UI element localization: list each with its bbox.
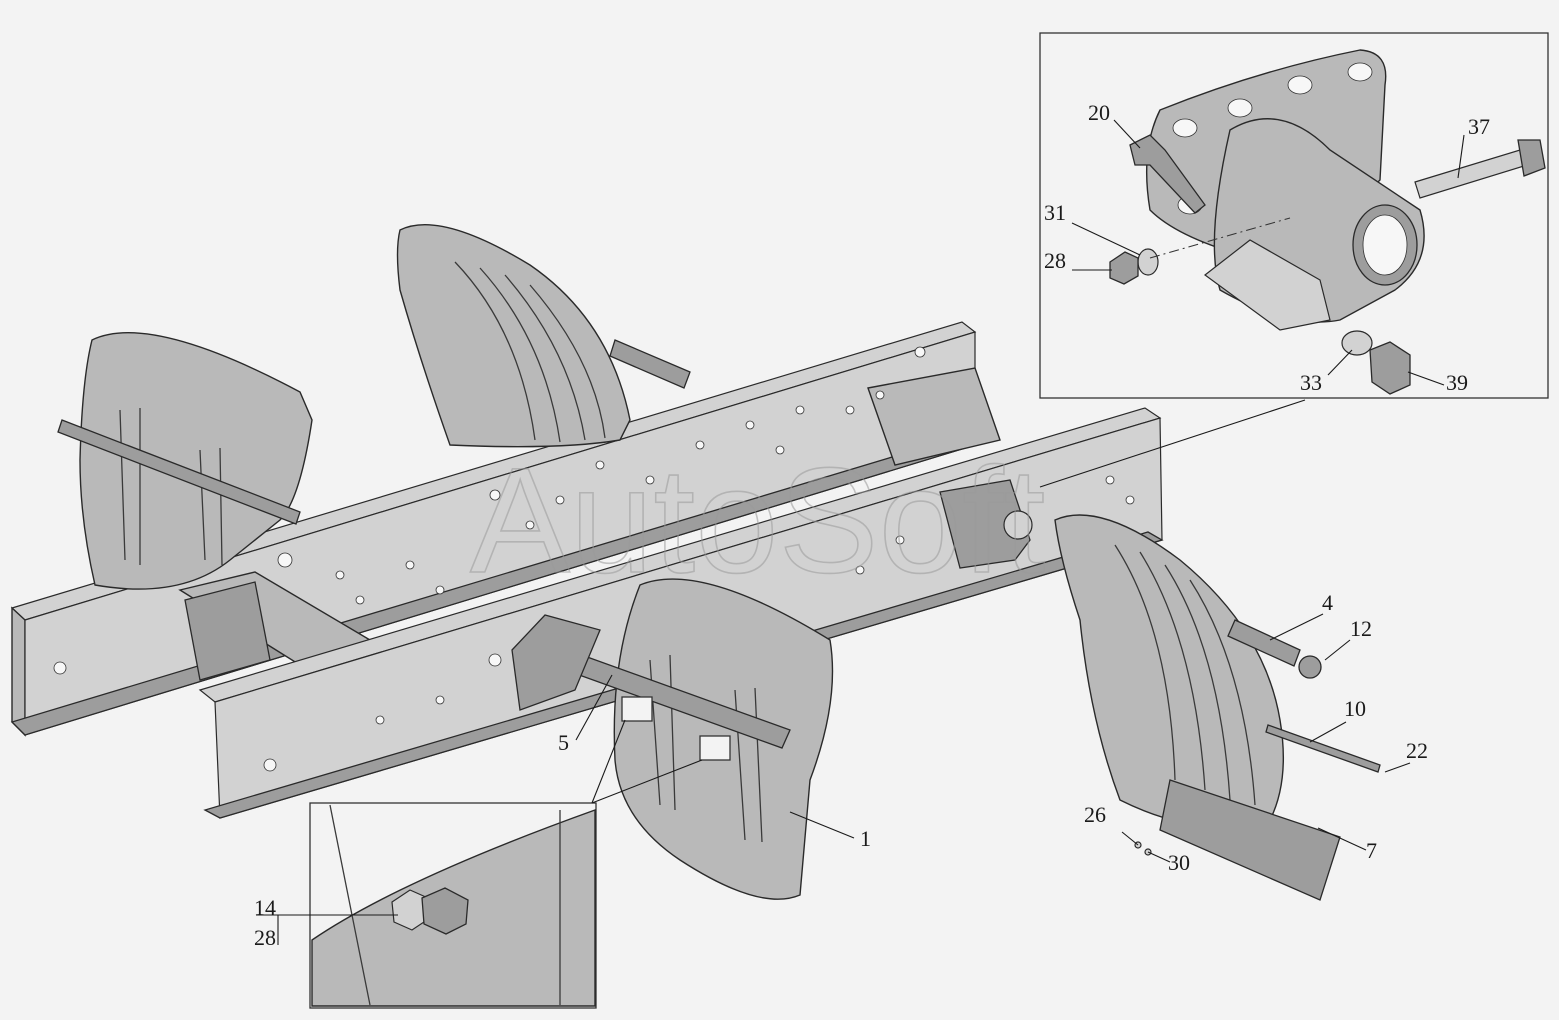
rear-rail-holes	[53, 346, 926, 675]
bracket-foot	[1204, 239, 1331, 331]
leader-lines	[256, 119, 1465, 945]
callout-7: 7	[1366, 838, 1377, 863]
rear-rail-web	[11, 606, 26, 737]
right-mudguard	[1054, 514, 1381, 901]
callout-14: 14	[254, 895, 276, 920]
retaining-strip	[1265, 724, 1381, 773]
callout-labels: 1 4 5 7 10 12 14 20 22 26 28 28 30 31 33…	[254, 100, 1490, 950]
front-mudguard-bracket	[511, 614, 601, 711]
cross-member-face	[184, 581, 271, 681]
callout-31: 31	[1044, 200, 1066, 225]
watermark: AutoSoft	[470, 436, 1045, 604]
washer-31	[1137, 248, 1159, 276]
washer-33	[1341, 330, 1373, 356]
callout-5: 5	[558, 730, 569, 755]
center-bracket	[939, 479, 1033, 569]
rear-cross-member	[867, 367, 1001, 466]
callout-22: 22	[1406, 738, 1428, 763]
callout-26: 26	[1084, 802, 1106, 827]
callout-20: 20	[1088, 100, 1110, 125]
detail-inset-bracket	[1039, 32, 1549, 399]
detail-inset-nut	[309, 802, 597, 1009]
detail-marker-a	[621, 696, 653, 722]
rod-cap	[1298, 655, 1322, 679]
bolt-20	[1129, 134, 1206, 214]
callout-39: 39	[1446, 370, 1468, 395]
nut-28	[1109, 251, 1139, 285]
left-rear-bracket-rod	[57, 419, 301, 525]
callout-28-inset: 28	[1044, 248, 1066, 273]
left-rear-mudguard	[57, 332, 313, 590]
callout-10: 10	[1344, 696, 1366, 721]
callout-30: 30	[1168, 850, 1190, 875]
nut-39	[1369, 341, 1411, 395]
callout-12: 12	[1350, 616, 1372, 641]
bolt-37-head	[1517, 139, 1546, 177]
detail-locknut	[421, 887, 469, 935]
callout-4: 4	[1322, 590, 1333, 615]
front-flat-mudguard	[511, 578, 834, 900]
left-front-mudguard	[396, 224, 691, 448]
detail-marker-b	[699, 735, 731, 761]
callout-33: 33	[1300, 370, 1322, 395]
callout-1: 1	[860, 826, 871, 851]
callout-28-detail: 28	[254, 925, 276, 950]
left-front-bracket-rod	[609, 339, 691, 389]
right-mudguard-rod	[1227, 619, 1301, 667]
callout-37: 37	[1468, 114, 1490, 139]
flap	[1159, 779, 1341, 901]
